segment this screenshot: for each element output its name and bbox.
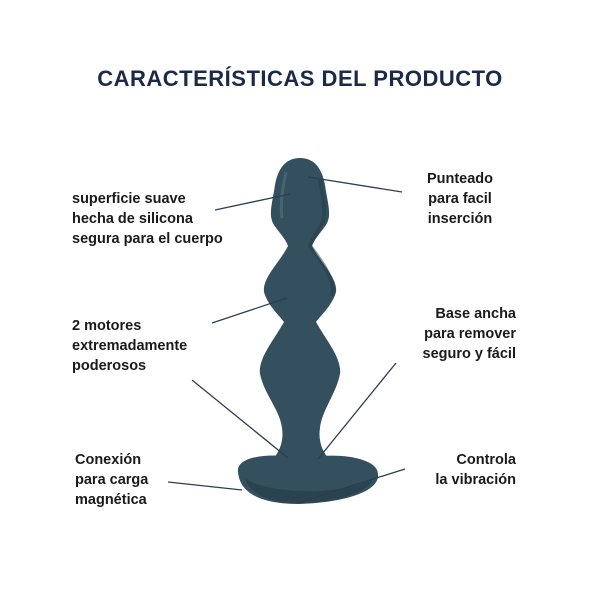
- feature-control-line-1: Controla: [456, 452, 516, 468]
- feature-motors-line-2: extremadamente: [72, 338, 188, 354]
- feature-surface-line-2: hecha de silicona: [72, 211, 193, 227]
- leader-line-base: [317, 362, 397, 460]
- feature-motors-line-3: poderosos: [72, 358, 147, 374]
- feature-charging-label: Conexión para carga magnética: [75, 450, 148, 510]
- feature-tip-line-1: Punteado: [426, 171, 494, 187]
- page-title: CARACTERÍSTICAS DEL PRODUCTO: [97, 66, 503, 91]
- leader-line-charging: [191, 379, 289, 459]
- feature-base-label: Base ancha para remover seguro y fácil: [398, 304, 516, 364]
- product-base-shadow: [245, 478, 372, 503]
- leader-line-control: [296, 468, 406, 504]
- leader-line-tip: [307, 176, 403, 193]
- feature-base-line-2: para remover: [424, 326, 516, 342]
- feature-base-line-3: seguro y fácil: [422, 346, 516, 362]
- feature-motors-line-1: 2 motores: [72, 318, 142, 334]
- feature-tip-line-3: inserción: [427, 211, 493, 227]
- feature-control-label: Controla la vibración: [410, 450, 516, 490]
- leader-line-surface: [214, 193, 291, 211]
- feature-surface-line-1: superficie suave: [72, 191, 186, 207]
- feature-charging-line-3: magnética: [75, 492, 147, 508]
- feature-charging-line-2: para carga: [75, 472, 149, 488]
- feature-motors-label: 2 motores extremadamente poderosos: [72, 316, 187, 376]
- leader-line-charging-base: [167, 481, 243, 491]
- feature-tip-label: Punteado para facil inserción: [410, 169, 510, 229]
- feature-charging-line-1: Conexión: [75, 452, 142, 468]
- feature-surface-line-3: segura para el cuerpo: [72, 231, 223, 247]
- product-shaft: [259, 158, 341, 460]
- product-illustration: [237, 158, 379, 504]
- feature-base-line-1: Base ancha: [435, 306, 516, 322]
- product-shaft-highlight: [279, 171, 288, 219]
- feature-surface-label: superficie suave hecha de silicona segur…: [72, 189, 223, 249]
- leader-lines: [167, 176, 406, 504]
- leader-line-motors: [211, 297, 288, 324]
- feature-tip-line-2: para facil: [428, 191, 492, 207]
- feature-control-line-2: la vibración: [435, 472, 516, 488]
- product-shaft-shadow: [307, 179, 335, 297]
